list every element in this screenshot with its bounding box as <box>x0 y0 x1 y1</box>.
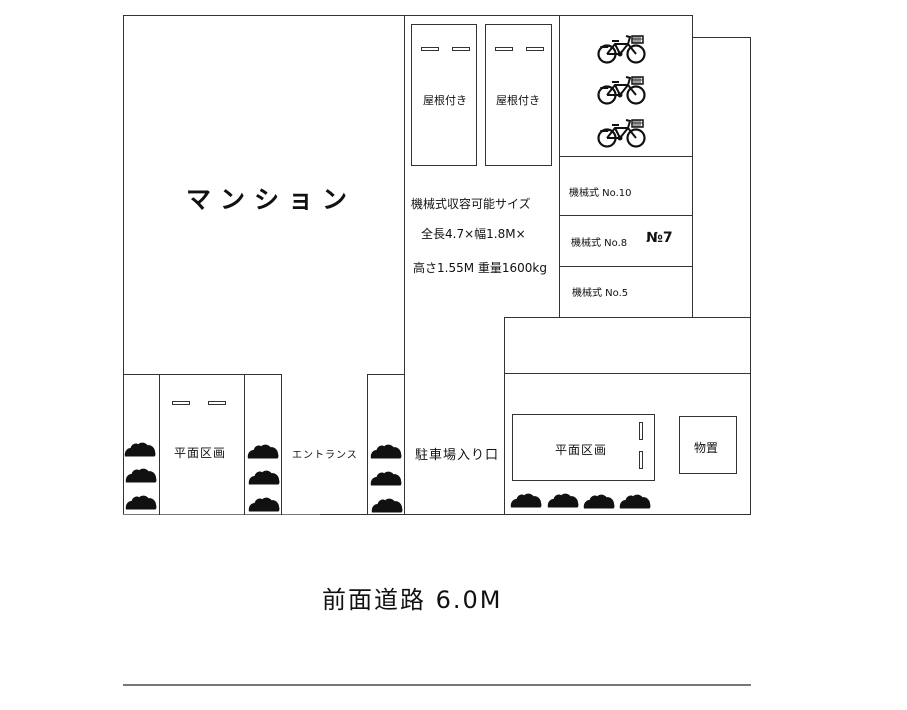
bicycle-icon <box>596 118 648 148</box>
mech-spec-line1: 機械式収容可能サイズ <box>411 197 531 211</box>
mech-spec-line3: 高さ1.55M 重量1600kg <box>413 261 547 275</box>
bike-area-bottom <box>559 156 693 157</box>
parking-entrance-label[interactable]: 駐車場入り口 <box>415 448 500 463</box>
mansion-right-divider <box>404 15 405 515</box>
shrub-icon <box>619 492 651 510</box>
shrub-icon <box>583 492 615 510</box>
left-flat-parking-label: 平面区画 <box>174 446 227 460</box>
right-flat-parking[interactable]: 平面区画 <box>512 414 655 481</box>
mech-divider-2 <box>559 266 693 267</box>
site-bottom-border-b <box>320 514 751 515</box>
site-top-border-left <box>123 15 693 16</box>
wheel-stop-icon <box>172 401 190 405</box>
entrance-label[interactable]: エントランス <box>292 450 358 461</box>
flat-parking-right <box>244 374 245 515</box>
mech-divider-1 <box>559 215 693 216</box>
bicycle-icon <box>596 34 648 64</box>
mech-spec-line2: 全長4.7×幅1.8M× <box>421 227 526 241</box>
mech-slot-no8[interactable]: 機械式 No.8 <box>571 238 628 249</box>
shrub-icon <box>124 440 156 458</box>
annex-top <box>692 37 751 38</box>
bicycle-icon <box>596 75 648 105</box>
storage-label: 物置 <box>694 441 719 455</box>
shrub-icon <box>371 496 403 514</box>
road-label: 前面道路 6.0M <box>322 586 503 614</box>
wheel-stop-icon <box>639 451 643 469</box>
shrub-icon <box>370 442 402 460</box>
middle-planter-right <box>281 374 282 515</box>
mech-slot-no10[interactable]: 機械式 No.10 <box>569 188 632 199</box>
wheel-stop-icon <box>452 47 470 51</box>
wheel-stop-icon <box>495 47 513 51</box>
shrub-icon <box>248 495 280 513</box>
mansion-bottom-line <box>123 374 281 375</box>
right-flat-parking-label: 平面区画 <box>555 443 608 457</box>
site-left-border <box>123 15 124 515</box>
left-planter-right <box>159 374 160 515</box>
entrance-right-planter-top <box>367 374 405 375</box>
storage-shed[interactable]: 物置 <box>679 416 737 474</box>
left-flat-parking[interactable]: 平面区画 <box>160 375 244 514</box>
wheel-stop-icon <box>208 401 226 405</box>
shrub-icon <box>125 466 157 484</box>
shrub-icon <box>125 493 157 511</box>
shrub-icon <box>370 469 402 487</box>
shrub-icon <box>547 491 579 509</box>
roofed-bay-2[interactable]: 屋根付き <box>485 24 552 166</box>
right-planter-left <box>367 374 368 515</box>
roofed-bay-label: 屋根付き <box>423 94 467 107</box>
road-edge-line <box>123 684 751 686</box>
mech-bottom <box>504 317 751 318</box>
shrub-icon <box>247 442 279 460</box>
shrub-icon <box>248 468 280 486</box>
lower-right-mid <box>504 373 751 374</box>
building-label: マンション <box>186 185 357 214</box>
wheel-stop-icon <box>421 47 439 51</box>
mech-slot-no5[interactable]: 機械式 No.5 <box>572 288 629 299</box>
site-bottom-border-a <box>123 514 320 515</box>
mech-slot-badge: №7 <box>646 230 673 246</box>
lower-right-left <box>504 317 505 515</box>
bike-area-left <box>559 15 560 317</box>
bike-area-right <box>692 15 693 317</box>
wheel-stop-icon <box>639 422 643 440</box>
annex-right <box>750 37 751 515</box>
shrub-icon <box>510 491 542 509</box>
roofed-bay-label: 屋根付き <box>496 94 540 107</box>
wheel-stop-icon <box>526 47 544 51</box>
roofed-bay-1[interactable]: 屋根付き <box>411 24 477 166</box>
